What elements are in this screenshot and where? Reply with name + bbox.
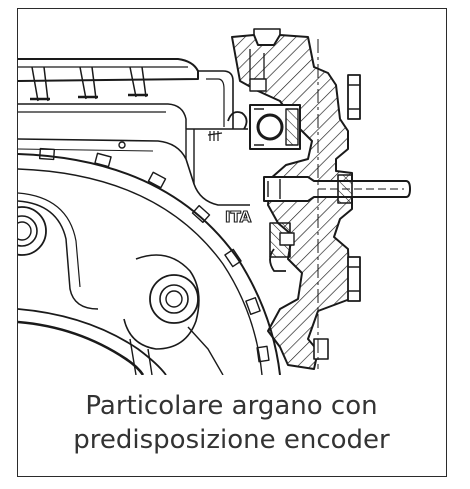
housing-body [18,70,250,206]
winch-detail-drawing: ITA [18,28,411,375]
figure-caption: Particolare argano con predisposizione e… [18,389,445,457]
bearing [207,104,301,150]
plate-text: ITA [225,208,252,226]
caption-line-2: predisposizione encoder [73,425,390,455]
caption-line-1: Particolare argano con [85,391,378,421]
top-frame-bar [18,58,199,129]
encoder-shaft [263,174,411,204]
center-bolt [123,254,224,375]
left-bolt [18,192,99,310]
ring-gear [18,147,281,375]
lower-seal [269,222,295,272]
figure-frame: ITA Particolare argano con predisposizio… [17,8,447,477]
